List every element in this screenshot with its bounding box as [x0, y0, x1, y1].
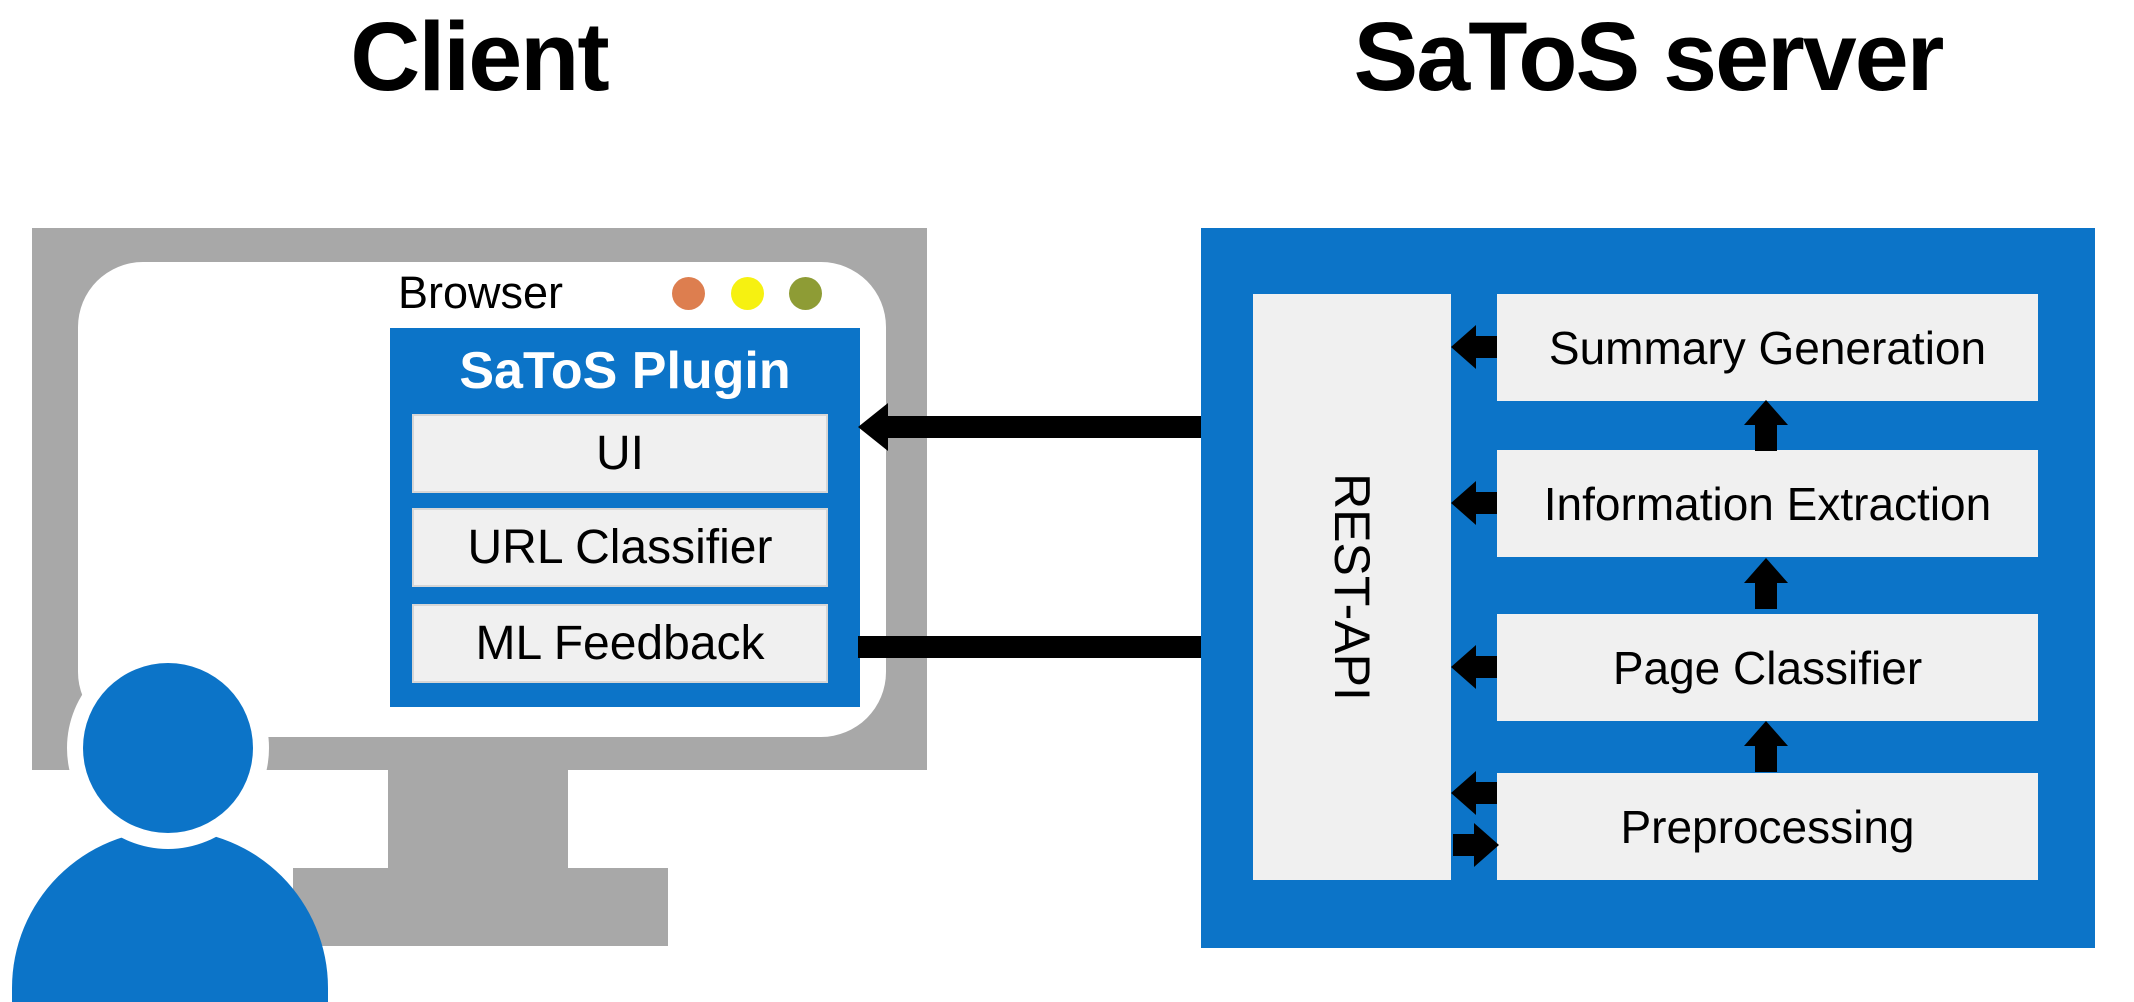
arrow-head-right-icon — [1474, 823, 1499, 867]
arrow-preprocessing-to-pageclassifier — [1744, 721, 1788, 772]
arrow-pageclassifier-to-information — [1744, 558, 1788, 609]
arrow-head-up-icon — [1744, 721, 1788, 746]
arrow-summary-to-restapi — [1451, 325, 1497, 369]
server-module-page-classifier: Page Classifier — [1497, 614, 2038, 721]
plugin-module-url-classifier: URL Classifier — [412, 508, 828, 587]
arrow-shaft — [1476, 656, 1497, 678]
window-control-dot-yellow-icon — [731, 277, 764, 310]
arrow-head-left-icon — [1451, 481, 1476, 525]
plugin-module-ui: UI — [412, 414, 828, 493]
user-icon-body — [12, 830, 328, 1002]
monitor-stand-neck — [388, 768, 568, 870]
arrow-head-left-icon — [1451, 645, 1476, 689]
server-module-summary-generation: Summary Generation — [1497, 294, 2038, 401]
arrow-shaft — [1755, 425, 1777, 451]
rest-api-label: REST-API — [1324, 473, 1380, 701]
satos-plugin-panel: SaToS Plugin UI URL Classifier ML Feedba… — [390, 328, 860, 707]
arrow-shaft — [1476, 782, 1497, 804]
arrow-head-up-icon — [1744, 558, 1788, 583]
arrow-restapi-to-preprocessing — [1453, 823, 1499, 867]
arrow-server-to-plugin — [858, 403, 1253, 451]
user-icon-head — [83, 663, 253, 833]
server-module-preprocessing: Preprocessing — [1497, 773, 2038, 880]
arrow-head-left-icon — [1451, 325, 1476, 369]
arrow-information-to-restapi — [1451, 481, 1497, 525]
arrow-shaft — [1453, 834, 1474, 856]
arrow-shaft — [1755, 746, 1777, 772]
arrow-shaft — [858, 636, 1221, 658]
rest-api-box: REST-API — [1253, 294, 1451, 880]
arrow-preprocessing-to-restapi — [1451, 771, 1497, 815]
arrow-shaft — [888, 416, 1253, 438]
server-title: SaToS server — [1353, 2, 1945, 111]
arrow-head-left-icon — [858, 403, 888, 451]
window-control-dot-olive-icon — [789, 277, 822, 310]
arrow-pageclassifier-to-restapi — [1451, 645, 1497, 689]
arrow-shaft — [1476, 492, 1497, 514]
server-module-information-extraction: Information Extraction — [1497, 450, 2038, 557]
satos-plugin-title: SaToS Plugin — [459, 342, 791, 400]
arrow-mlfeedback-to-restapi — [858, 623, 1251, 671]
arrow-information-to-summary — [1744, 400, 1788, 451]
arrow-head-up-icon — [1744, 400, 1788, 425]
browser-label: Browser — [398, 267, 564, 318]
monitor-stand-base — [293, 868, 668, 946]
arrow-shaft — [1476, 336, 1497, 358]
plugin-module-ml-feedback: ML Feedback — [412, 604, 828, 683]
arrow-head-left-icon — [1451, 771, 1476, 815]
arrow-shaft — [1755, 583, 1777, 609]
client-title: Client — [350, 2, 609, 111]
window-control-dot-orange-icon — [672, 277, 705, 310]
